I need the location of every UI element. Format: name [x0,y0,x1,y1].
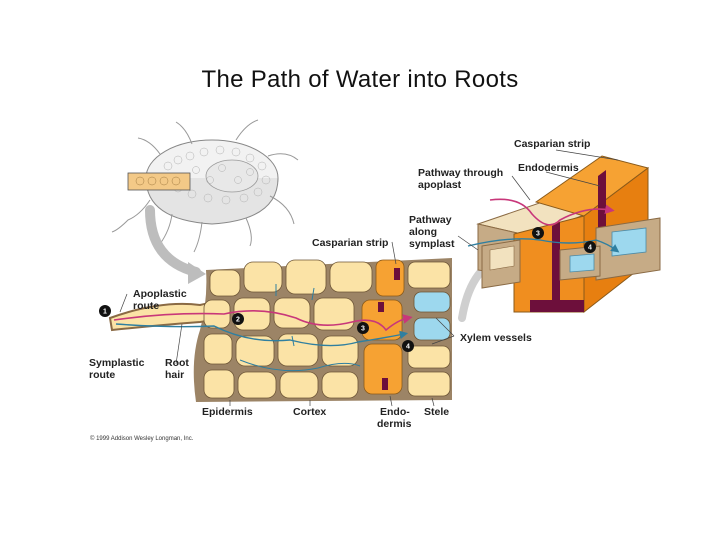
step-marker-3: 3 [357,322,369,334]
apoplast-path-3d [489,198,615,226]
copyright-notice: © 1999 Addison Wesley Longman, Inc. [90,435,194,442]
step-number: 3 [361,326,365,333]
label-endodermis-line1: Endo- [380,406,410,418]
step-marker-1: 1 [99,305,111,317]
step-number: 4 [588,245,592,252]
label-cortex: Cortex [293,406,326,418]
tissue-block [108,258,452,402]
label-casparian-strip-mid: Casparian strip [312,237,388,249]
label-apoplastic-line2: route [133,300,159,312]
endodermis-3d-block [467,155,661,314]
label-symplastic-line1: Symplastic [89,357,145,369]
step-number: 4 [406,344,410,351]
step-number: 1 [103,309,107,316]
page-title: The Path of Water into Roots [201,66,519,93]
label-apoplastic-line1: Apoplastic [133,288,187,300]
label-pathway-apoplast-line2: apoplast [418,179,462,191]
label-symplastic-line2: route [89,369,115,381]
label-endodermis-line2: dermis [377,418,412,430]
step-number: 2 [236,317,240,324]
label-pathway-apoplast-line1: Pathway through [418,167,503,179]
step-marker-4: 4 [402,340,414,352]
step-marker-2: 2 [232,313,244,325]
step-number: 3 [536,231,540,238]
root-cross-section [111,119,299,253]
label-root-hair-line2: hair [165,369,184,381]
label-root-hair-line1: Root [165,357,189,369]
label-xylem-vessels: Xylem vessels [460,332,532,344]
step-marker-4-3d: 4 [584,241,596,253]
label-stele: Stele [424,406,449,418]
symplastic-path [115,323,409,347]
symplast-path-3d [467,238,620,253]
apoplastic-path [113,310,413,332]
label-endodermis-top: Endodermis [518,162,579,174]
label-pathway-symplast-line2: along [409,226,437,238]
label-epidermis: Epidermis [202,406,253,418]
label-pathway-symplast-line3: symplast [409,238,455,250]
label-pathway-symplast-line1: Pathway [409,214,452,226]
label-casparian-strip-top: Casparian strip [514,138,590,150]
step-marker-3-3d: 3 [532,227,544,239]
zoom-arrow-left [145,205,201,277]
